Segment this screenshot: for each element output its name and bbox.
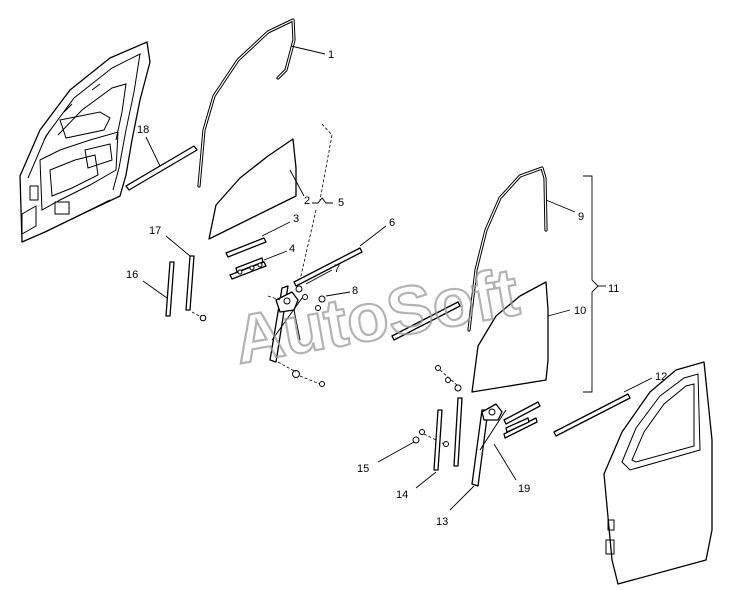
left-door-inner-panel [19, 41, 151, 243]
part-8-nut: 8 [315, 285, 358, 311]
part-13-regulator-rail: 13 [436, 485, 475, 528]
callout-9: 9 [578, 211, 584, 223]
right-window-regulator: 19 [412, 365, 541, 495]
left-window-regulator [267, 285, 325, 387]
part-15-bolt: 15 [357, 441, 415, 475]
part-14-rear-channel: 14 [396, 397, 463, 501]
callout-15: 15 [357, 463, 369, 475]
part-17-front-channel: 17 [149, 225, 207, 322]
part-18-belt-molding: 18 [125, 124, 198, 191]
part-7-clip: 7 [295, 263, 340, 300]
right-outer-belt-strip [391, 301, 461, 341]
callout-17: 17 [149, 225, 161, 237]
part-4-channel-bracket: 4 [229, 243, 295, 280]
callout-3: 3 [293, 213, 299, 225]
part-2-door-glass: 2 [208, 138, 310, 240]
callout-2: 2 [304, 195, 310, 207]
right-door-outer-panel [603, 361, 713, 585]
callout-13: 13 [436, 516, 448, 528]
bracket-11: 11 [583, 175, 619, 393]
callout-18: 18 [137, 124, 149, 136]
callout-5: 5 [338, 197, 344, 209]
part-9-glass-run-channel: 9 [467, 166, 584, 332]
callout-11: 11 [608, 283, 619, 295]
callout-7: 7 [334, 263, 340, 275]
callout-19: 19 [518, 483, 530, 495]
part-10-door-glass: 10 [471, 281, 586, 393]
callout-16: 16 [126, 269, 138, 281]
part-6-lower-channel: 6 [293, 217, 395, 287]
callout-8: 8 [352, 285, 358, 297]
callout-6: 6 [389, 217, 395, 229]
callout-4: 4 [289, 243, 295, 255]
callout-10: 10 [574, 305, 586, 317]
callout-14: 14 [396, 489, 408, 501]
callout-1: 1 [328, 49, 334, 61]
part-3-glass-channel: 3 [225, 213, 299, 258]
bracket-5: 5 [299, 123, 344, 281]
part-16-rear-channel: 16 [126, 261, 175, 317]
part-1-glass-run-channel: 1 [197, 18, 334, 188]
